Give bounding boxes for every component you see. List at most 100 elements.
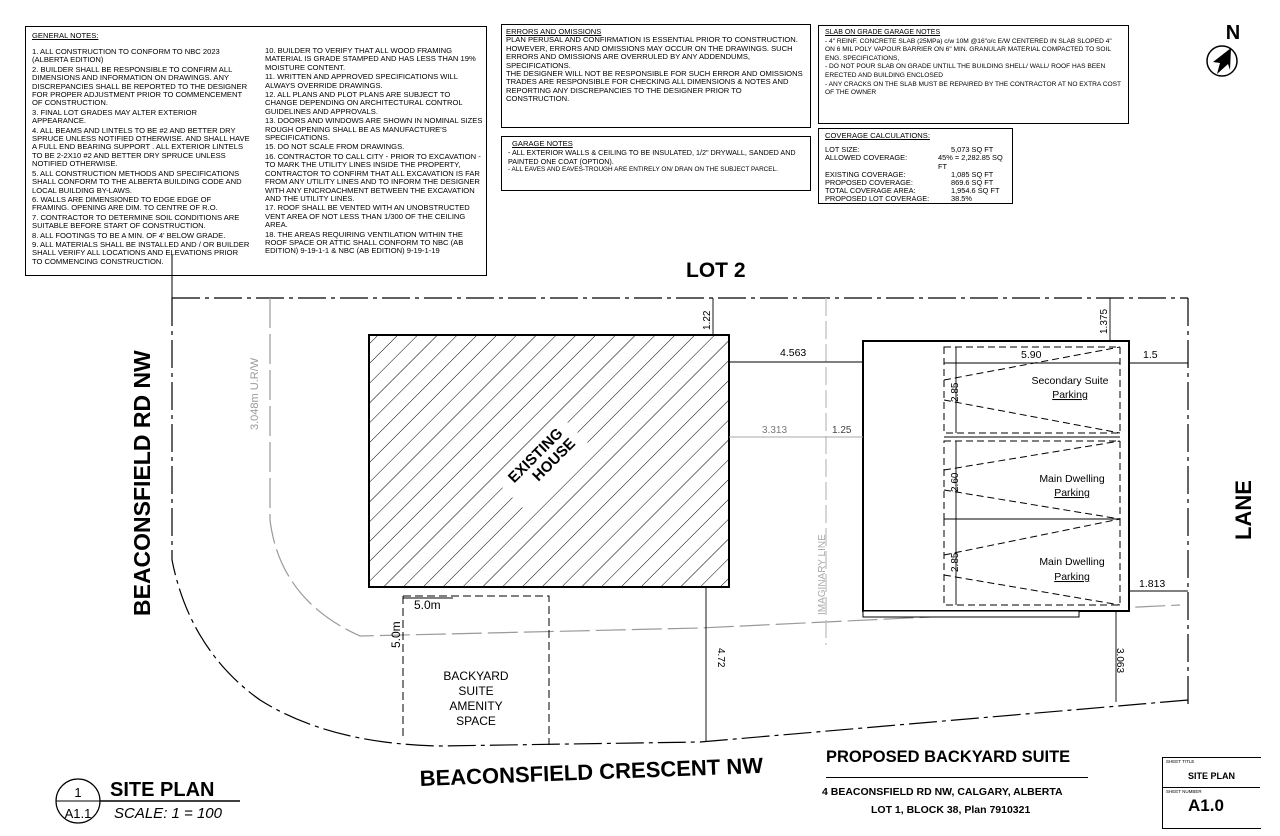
- sheet-title: SITE PLAN: [1188, 771, 1236, 781]
- garage-apron: [862, 610, 1080, 618]
- parking-stall-1: [943, 346, 1121, 434]
- coverage-key: PROPOSED LOT COVERAGE:: [825, 194, 930, 204]
- dim-2-60: 2.60: [950, 472, 961, 492]
- general-note-item: 17. ROOF SHALL BE VENTED WITH AN UNOBSTR…: [265, 203, 470, 230]
- general-note-item: 12. ALL PLANS AND PLOT PLANS ARE SUBJECT…: [265, 90, 463, 116]
- amenity-space: [402, 595, 550, 745]
- general-note-item: 7. CONTRACTOR TO DETERMINE SOIL CONDITIO…: [32, 212, 240, 231]
- general-note-item: 8. ALL FOOTINGS TO BE A MIN. OF 4' BELOW…: [32, 230, 226, 240]
- coverage-title: COVERAGE CALCULATIONS:: [825, 131, 930, 140]
- dim-4-563: 4.563: [780, 347, 806, 359]
- coverage-key: TOTAL COVERAGE AREA:: [825, 186, 916, 196]
- dim-4-72: 4.72: [715, 648, 726, 668]
- errors-text3: TRADES ARE RESPONSIBLE FOR CHECKING ALL …: [506, 77, 789, 104]
- sheet-number-label: SHEET NUMBER: [1166, 789, 1202, 794]
- parking1-line1: Secondary Suite: [1031, 375, 1108, 387]
- north-arrow-icon: [1213, 48, 1231, 74]
- parking1-line2: Parking: [1052, 389, 1088, 401]
- dim-3-063: 3.063: [1114, 648, 1125, 673]
- parking3-line2: Parking: [1054, 571, 1090, 583]
- general-note-item: 13. DOORS AND WINDOWS ARE SHOWN IN NOMIN…: [265, 116, 483, 143]
- amenity-line4: SPACE: [456, 714, 496, 728]
- parking3-line1: Main Dwelling: [1039, 556, 1105, 568]
- lot-2-label: LOT 2: [686, 259, 746, 282]
- slab-note-2: - DO NOT POUR SLAB ON GRADE UNTILL THE B…: [825, 63, 1106, 79]
- stall-2-diagonals: [943, 440, 1121, 520]
- coverage-row: PROPOSED LOT COVERAGE: 38.5%: [825, 195, 1006, 203]
- coverage-row: PROPOSED COVERAGE: 869.6 SQ FT: [825, 178, 1006, 188]
- project-title: PROPOSED BACKYARD SUITE: [826, 748, 1071, 766]
- parking2-line1: Main Dwelling: [1039, 473, 1105, 485]
- urw-label: 3.048m U.R/W: [249, 357, 261, 430]
- dim-1-25: 1.25: [832, 425, 852, 436]
- sheet-title-label: SHEET TITLE: [1166, 759, 1195, 764]
- parking2-line2: Parking: [1054, 487, 1090, 499]
- coverage-key: PROPOSED COVERAGE:: [825, 178, 913, 188]
- street-left-label: BEACONSFIELD RD NW: [129, 350, 155, 616]
- general-note-item: 4. ALL BEAMS AND LINTELS TO BE #2 AND BE…: [32, 125, 250, 169]
- coverage-row: ALLOWED COVERAGE: 45% = 2,282.85 SQ FT: [825, 153, 1006, 171]
- ref-number: 1: [74, 785, 81, 800]
- imaginary-line-label: IMAGINARY LINE: [817, 534, 828, 615]
- north-arrow: N: [1206, 22, 1240, 77]
- sheet-box: [1162, 757, 1261, 829]
- amenity-height-label: 5.0m: [389, 621, 403, 648]
- dim-3-313: 3.313: [762, 425, 787, 436]
- parking-stalls: [943, 346, 1121, 606]
- general-note-item: 11. WRITTEN AND APPROVED SPECIFICATIONS …: [265, 72, 458, 90]
- dim-2-85a: 2.85: [950, 382, 961, 402]
- sheet-number: A1.0: [1188, 796, 1224, 815]
- coverage-key: LOT SIZE:: [825, 145, 860, 155]
- coverage-box: COVERAGE CALCULATIONS: LOT SIZE: 5,073 SQ…: [818, 128, 1013, 204]
- general-note-item: 2. BUILDER SHALL BE RESPONSIBLE TO CONFI…: [32, 64, 248, 108]
- errors-text2: THE DESIGNER WILL NOT BE RESPONSIBLE FOR…: [506, 69, 803, 79]
- drawing-reference: 1 A1.1 SITE PLAN SCALE: 1 = 100: [55, 778, 240, 824]
- coverage-value: 1,954.6 SQ FT: [951, 186, 1000, 196]
- north-circle: [1206, 45, 1238, 77]
- amenity-outline: [402, 595, 550, 745]
- ref-sheet: A1.1: [65, 806, 92, 821]
- garage-note-2: - ALL EAVES AND EAVES-TROUGH ARE ENTIREL…: [508, 166, 778, 174]
- coverage-value: 38.5%: [951, 194, 972, 204]
- project-title-underline: [826, 777, 1088, 778]
- amenity-width-label: 5.0m: [414, 598, 441, 612]
- general-notes-right: 10. BUILDER TO VERIFY THAT ALL WOOD FRAM…: [265, 46, 483, 257]
- general-notes-box: GENERAL NOTES: 1. ALL CONSTRUCTION TO CO…: [25, 26, 487, 276]
- coverage-value: 45% = 2,282.85 SQ FT: [938, 153, 1003, 171]
- garage-note-1: - ALL EXTERIOR WALLS & CEILING TO BE INS…: [508, 148, 796, 166]
- site-plan-title: SITE PLAN: [110, 779, 214, 801]
- dim-2-85b: 2.85: [950, 552, 961, 572]
- general-note-item: 18. THE AREAS REQUIRING VENTILATION WITH…: [265, 229, 464, 256]
- property-line-bottom: [171, 559, 1189, 747]
- general-note-item: 6. WALLS ARE DIMENSIONED TO EDGE EDGE OF…: [32, 194, 218, 213]
- errors-text: PLAN PERUSAL AND CONFIRMATION IS ESSENTI…: [506, 35, 798, 70]
- project-legal: LOT 1, BLOCK 38, Plan 7910321: [871, 804, 1031, 816]
- slab-notes-box: SLAB ON GRADE GARAGE NOTES - 4" REINF. C…: [818, 25, 1129, 124]
- coverage-rows: LOT SIZE: 5,073 SQ FT ALLOWED COVERAGE: 45%…: [825, 145, 1006, 203]
- amenity-line2: SUITE: [458, 684, 493, 698]
- general-note-item: 9. ALL MATERIALS SHALL BE INSTALLED AND …: [32, 239, 250, 266]
- general-notes-left: 1. ALL CONSTRUCTION TO CONFORM TO NBC 20…: [32, 47, 250, 267]
- general-note-item: 15. DO NOT SCALE FROM DRAWINGS.: [265, 142, 405, 152]
- dim-5-90: 5.90: [1021, 349, 1042, 361]
- coverage-value: 869.6 SQ FT: [951, 178, 994, 188]
- dim-1-813: 1.813: [1139, 578, 1165, 590]
- coverage-value: 5,073 SQ FT: [951, 145, 994, 155]
- street-bottom-label: BEACONSFIELD CRESCENT NW: [419, 753, 763, 791]
- house-label-bg: [493, 413, 589, 509]
- amenity-line3: AMENITY: [449, 699, 502, 713]
- coverage-row: EXISTING COVERAGE:1,085 SQ FT: [825, 169, 1006, 179]
- dim-1-22: 1.22: [702, 310, 713, 330]
- slab-note-1: - 4" REINF. CONCRETE SLAB (25MPa) c/w 10…: [825, 37, 1112, 62]
- coverage-row: LOT SIZE: 5,073 SQ FT: [825, 145, 1006, 155]
- general-note-item: 1. ALL CONSTRUCTION TO CONFORM TO NBC 20…: [32, 47, 220, 65]
- urw-line: [269, 298, 1181, 637]
- dim-1-5: 1.5: [1143, 349, 1158, 361]
- coverage-key: ALLOWED COVERAGE:: [825, 153, 908, 163]
- errors-omissions-box: ERRORS AND OMISSIONS PLAN PERUSAL AND CO…: [501, 24, 811, 128]
- stall-3-diagonals: [943, 518, 1121, 606]
- north-label: N: [1226, 22, 1240, 44]
- garage-notes-box: GARAGE NOTES - ALL EXTERIOR WALLS & CEIL…: [501, 136, 811, 191]
- coverage-key: EXISTING COVERAGE:: [825, 169, 906, 179]
